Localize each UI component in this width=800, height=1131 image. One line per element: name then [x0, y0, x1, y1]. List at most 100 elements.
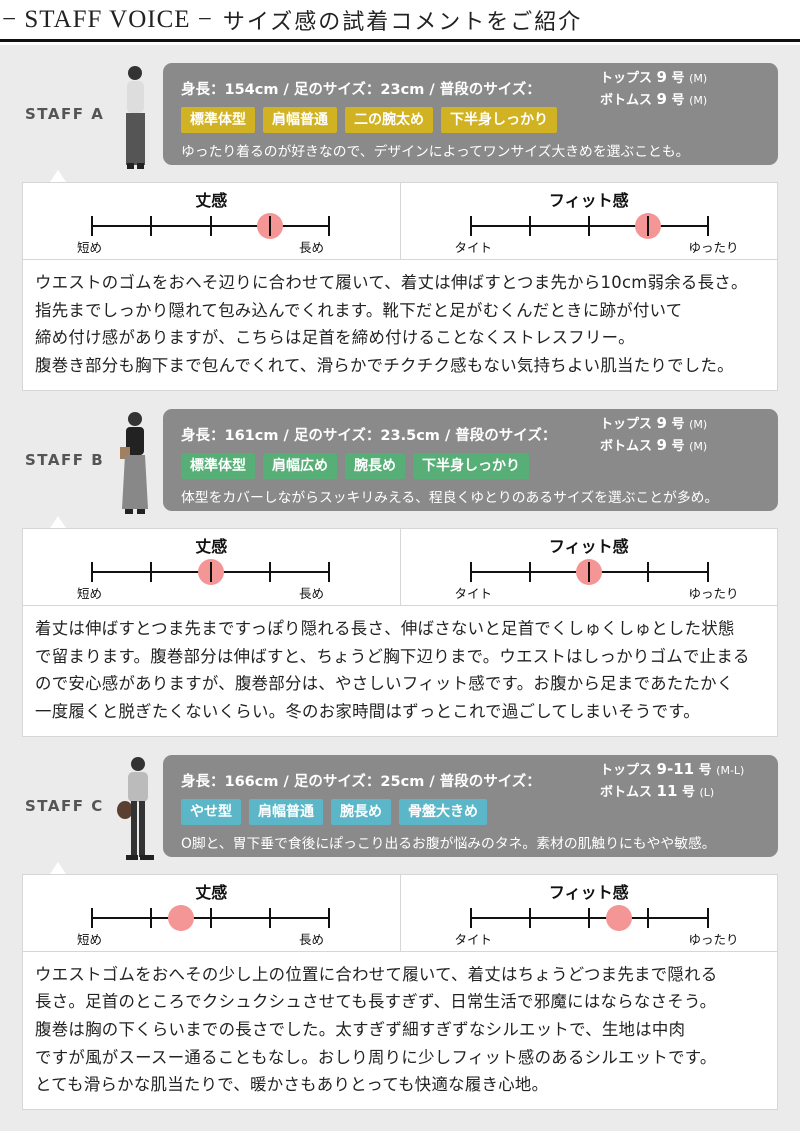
scale-tick: [209, 907, 212, 928]
fit-title: フィット感: [548, 536, 629, 556]
scale-tick: [647, 561, 650, 582]
size-unit: 号: [671, 438, 685, 454]
speech-notch: [50, 170, 66, 182]
staff-measurements: 身長：154cm / 足のサイズ：23cm / 普段のサイズ：: [181, 82, 541, 98]
review-text: 着丈は伸ばすとつま先まですっぽり隠れる長さ、伸ばさないと足首でくしゅくしゅとした…: [22, 605, 778, 737]
scale-tick: [528, 561, 531, 582]
tops-label: トップス: [600, 416, 653, 432]
rating-marker: [605, 904, 632, 931]
scale-tick: [588, 561, 590, 582]
fit-title: フィット感: [548, 191, 629, 210]
fit-scale: フィット感 タイト ゆったり: [399, 528, 778, 605]
size-unit: 号: [681, 784, 695, 800]
length-title: 丈感: [195, 191, 228, 210]
scale-bar: [469, 904, 709, 931]
review-line: ので安心感がありますが、腹巻部分は、やさしいフィット感です。お腹から足まであたた…: [35, 674, 734, 694]
body-type-tag: 標準体型: [181, 452, 255, 479]
bottoms-letter: (L): [699, 785, 715, 799]
scale-tick: [469, 907, 472, 928]
fit-rating: 丈感 短め 長め フィット感 タイト ゆったり: [22, 182, 778, 260]
body-type-tag: 下半身しっかり: [413, 452, 529, 479]
fit-title: フィット感: [548, 882, 629, 902]
scale-tick: [150, 216, 153, 236]
length-scale: 丈感 短め 長め: [23, 183, 400, 259]
staff-review: STAFF B 身長：161cm / 足のサイズ：23.5cm / 普段のサイズ…: [22, 408, 778, 737]
staff-info-box: 身長：166cm / 足のサイズ：25cm / 普段のサイズ： トップス 9-1…: [163, 754, 778, 857]
scale-bar: [91, 558, 330, 585]
scale-tick: [588, 216, 590, 236]
usual-sizes: トップス 9 号 (M) ボトムス 9 号 (M): [600, 67, 707, 111]
scale-tick: [706, 561, 709, 582]
staff-review: STAFF C 身長：166cm / 足のサイズ：25cm / 普段のサイズ： …: [22, 754, 778, 1111]
scale-bar: [91, 904, 330, 931]
review-text: ウエストのゴムをおへそ辺りに合わせて履いて、着丈は伸ばすとつま先から10cm弱余…: [22, 260, 778, 391]
scale-tick: [647, 907, 650, 928]
scale-min-label: 短め: [77, 240, 103, 255]
scale-tick: [91, 907, 93, 928]
staff-profile: STAFF B 身長：161cm / 足のサイズ：23.5cm / 普段のサイズ…: [22, 408, 778, 528]
scale-tick: [328, 216, 330, 236]
scale-tick: [209, 561, 212, 582]
body-type-tag: 肩幅広め: [263, 452, 337, 479]
body-type-tag: やせ型: [181, 798, 241, 825]
bottoms-letter: (M): [689, 439, 708, 453]
scale-max-label: ゆったり: [688, 240, 739, 255]
bottoms-label: ボトムス: [600, 784, 653, 800]
staff-info-box: 身長：161cm / 足のサイズ：23.5cm / 普段のサイズ： トップス 9…: [163, 408, 778, 511]
staff-profile: STAFF A 身長：154cm / 足のサイズ：23cm / 普段のサイズ： …: [22, 63, 778, 182]
fit-rating: 丈感 短め 長め フィット感 タイト ゆったり: [22, 527, 778, 606]
scale-tick: [469, 561, 472, 582]
review-line: 締め付け感がありますが、こちらは足首を締め付けることなくストレスフリー。: [35, 328, 635, 348]
scale-max-label: ゆったり: [688, 931, 739, 947]
review-text: ウエストゴムをおへその少し上の位置に合わせて履いて、着丈はちょうどつま先まで隠れ…: [22, 951, 778, 1111]
staff-label: STAFF C: [25, 796, 104, 815]
scale-tick: [268, 907, 271, 928]
scale-tick: [469, 216, 472, 236]
review-line: 指先までしっかり隠れて包み込んでくれます。靴下だと足がむくんだときに跡が付いて: [35, 300, 683, 320]
bottoms-letter: (M): [689, 94, 708, 107]
body-type-tag: 肩幅普通: [263, 107, 337, 133]
scale-max-label: 長め: [299, 585, 325, 601]
tops-letter: (M-L): [716, 763, 745, 777]
staff-review: STAFF A 身長：154cm / 足のサイズ：23cm / 普段のサイズ： …: [22, 63, 778, 391]
scale-bar: [469, 558, 709, 585]
scale-tick: [528, 907, 531, 928]
size-unit: 号: [671, 71, 685, 86]
speech-notch: [50, 861, 66, 874]
tops-letter: (M): [689, 417, 708, 431]
length-scale: 丈感 短め 長め: [23, 529, 400, 605]
staff-comment: 体型をカバーしながらスッキリみえる、程良くゆとりのあるサイズを選ぶことが多め。: [181, 489, 719, 506]
staff-comment: ゆったり着るのが好きなので、デザインによってワンサイズ大きめを選ぶことも。: [181, 144, 690, 160]
staff-profile: STAFF C 身長：166cm / 足のサイズ：25cm / 普段のサイズ： …: [22, 754, 778, 874]
staff-voice-panel: STAFF A 身長：154cm / 足のサイズ：23cm / 普段のサイズ： …: [0, 45, 800, 1131]
review-line: ウエストのゴムをおへそ辺りに合わせて履いて、着丈は伸ばすとつま先から10cm弱余…: [35, 273, 748, 292]
review-line: 一度履くと脱ぎたくないくらい。冬のお家時間はずっとこれで過ごしてしまいそうです。: [35, 701, 700, 721]
staff-label: STAFF B: [25, 450, 105, 469]
staff-photo: [120, 411, 148, 514]
body-type-tag: 標準体型: [181, 107, 255, 133]
speech-notch: [50, 515, 66, 528]
tops-letter: (M): [689, 72, 708, 85]
scale-min-label: タイト: [454, 931, 493, 947]
scale-tick: [528, 216, 531, 236]
size-unit: 号: [671, 416, 685, 432]
size-unit: 号: [698, 762, 712, 778]
scale-tick: [268, 561, 271, 582]
header-jp: サイズ感の試着コメントをご紹介: [222, 9, 583, 35]
body-type-tag: 腕長め: [345, 452, 405, 479]
bottoms-size: 9: [656, 90, 667, 108]
tops-label: トップス: [600, 762, 653, 778]
fit-rating: 丈感 短め 長め フィット感 タイト ゆったり: [22, 873, 778, 952]
tag-list: やせ型肩幅普通腕長め骨盤大きめ: [181, 798, 778, 825]
length-title: 丈感: [195, 882, 228, 902]
scale-min-label: タイト: [454, 585, 493, 601]
scale-max-label: ゆったり: [688, 585, 739, 601]
scale-tick: [706, 907, 709, 928]
scale-tick: [150, 907, 153, 928]
review-line: 長さ。足首のところでクシュクシュさせても長すぎず、日常生活で邪魔にはならなさそう…: [35, 992, 717, 1012]
tag-list: 標準体型肩幅普通二の腕太め下半身しっかり: [181, 107, 778, 133]
body-type-tag: 二の腕太め: [345, 107, 433, 133]
body-type-tag: 腕長め: [331, 798, 391, 825]
scale-tick: [91, 216, 93, 236]
staff-comment: O脚と、胃下垂で食後にぽっこり出るお腹が悩みのタネ。素材の肌触りにもやや敏感。: [181, 835, 716, 852]
